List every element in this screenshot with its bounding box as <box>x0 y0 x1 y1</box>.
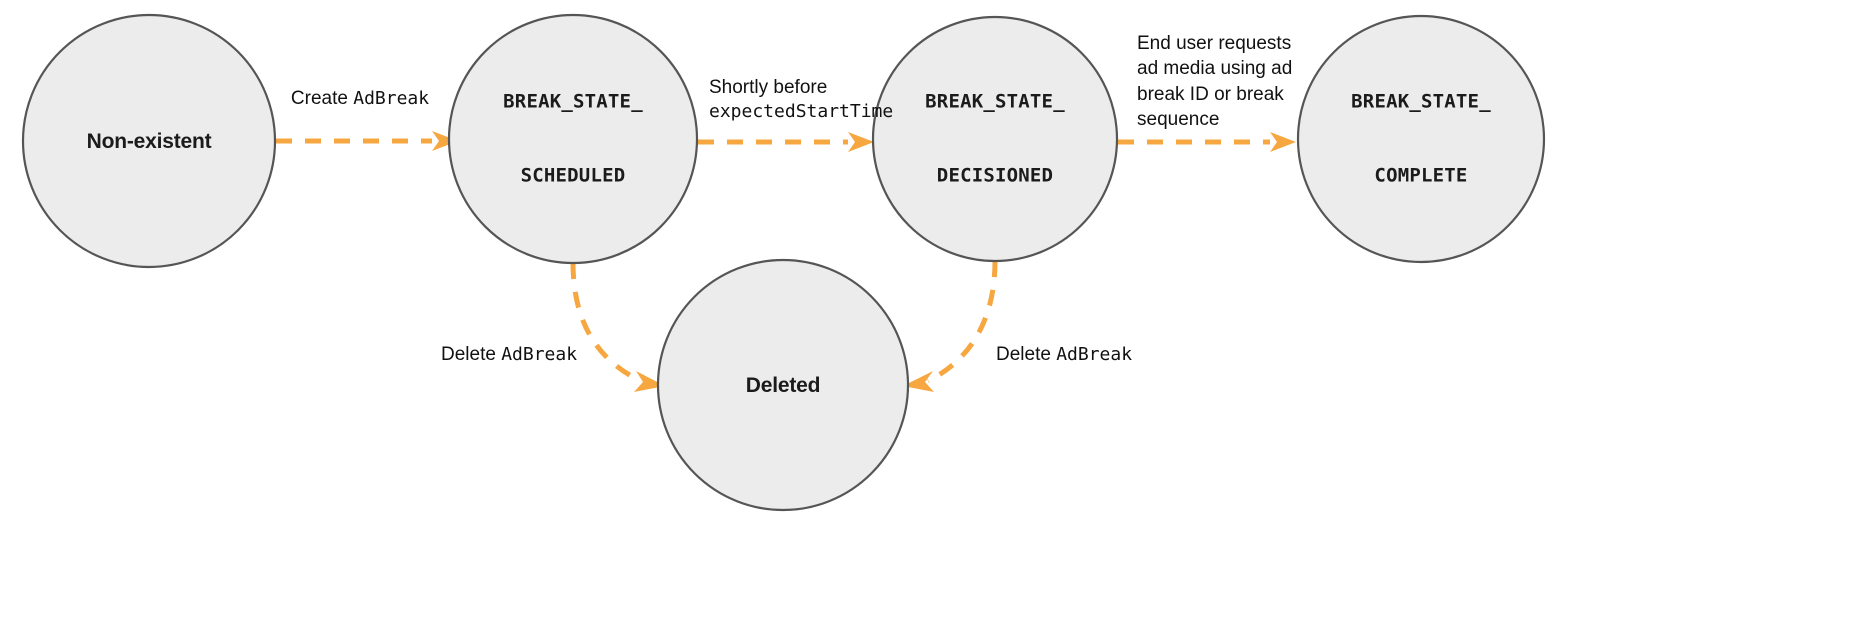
edge-delete-from-scheduled <box>570 262 665 392</box>
node-break-state-complete[interactable] <box>1296 14 1546 264</box>
edge-shortly-before <box>698 132 874 152</box>
arrow-head-icon <box>848 132 874 152</box>
edge-create-adbreak <box>276 131 458 151</box>
arrow-head-icon <box>432 131 458 151</box>
edge-delete-from-decisioned <box>903 260 998 392</box>
edge-line <box>926 260 998 384</box>
node-deleted[interactable] <box>656 258 910 512</box>
arrow-head-icon <box>903 371 934 392</box>
arrow-head-icon <box>1270 132 1296 152</box>
node-break-state-scheduled[interactable] <box>447 13 699 265</box>
node-non-existent[interactable] <box>21 13 277 269</box>
edge-line <box>570 262 643 384</box>
node-break-state-decisioned[interactable] <box>871 15 1119 263</box>
edge-end-user-requests <box>1118 132 1296 152</box>
